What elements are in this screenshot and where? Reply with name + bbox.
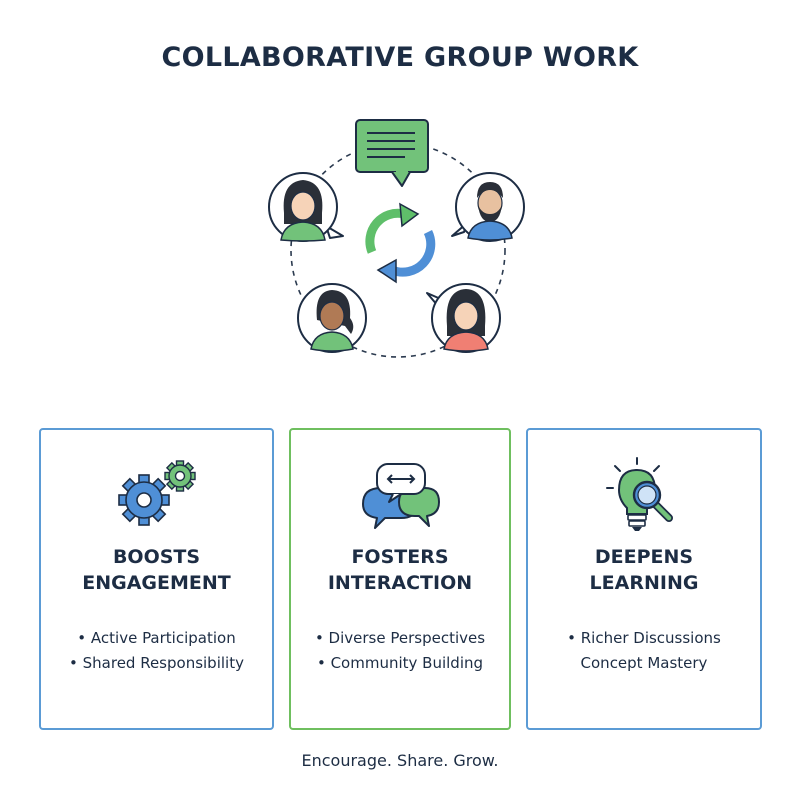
person-icon [426, 283, 501, 353]
list-item: • Shared Responsibility [69, 654, 244, 672]
card-title: DEEPENS LEARNING [589, 546, 699, 594]
card-bullet-list: • Diverse Perspectives • Community Build… [291, 626, 509, 676]
footer-tagline: Encourage. Share. Grow. [301, 751, 499, 770]
card-title: BOOSTS ENGAGEMENT [82, 546, 231, 594]
list-item: • Diverse Perspectives [314, 629, 486, 647]
lightbulb-magnifier-icon [606, 457, 673, 531]
card-title: FOSTERS INTERACTION [327, 546, 473, 594]
speech-bubbles-icon [362, 463, 440, 529]
list-item: • Richer Discussions [567, 629, 721, 647]
gears-icon [117, 460, 196, 526]
benefit-card-learning: DEEPENS LEARNING • Richer Discussions Co… [526, 428, 762, 730]
benefit-card-engagement: BOOSTS ENGAGEMENT • Active Participation… [39, 428, 274, 730]
person-icon [451, 172, 525, 242]
chat-bubble-icon [355, 119, 429, 187]
cycle-arrows-icon [365, 202, 436, 284]
list-item: Concept Mastery [580, 654, 708, 672]
list-item: • Community Building [316, 654, 484, 672]
card-bullet-list: • Richer Discussions Concept Mastery [528, 626, 760, 676]
collaboration-illustration [268, 119, 525, 358]
benefit-card-interaction: FOSTERS INTERACTION • Diverse Perspectiv… [289, 428, 511, 730]
page-title: COLLABORATIVE GROUP WORK [161, 42, 639, 73]
person-icon [268, 172, 344, 242]
card-bullet-list: • Active Participation • Shared Responsi… [41, 626, 272, 676]
list-item: • Active Participation [77, 629, 236, 647]
person-icon [297, 283, 367, 353]
